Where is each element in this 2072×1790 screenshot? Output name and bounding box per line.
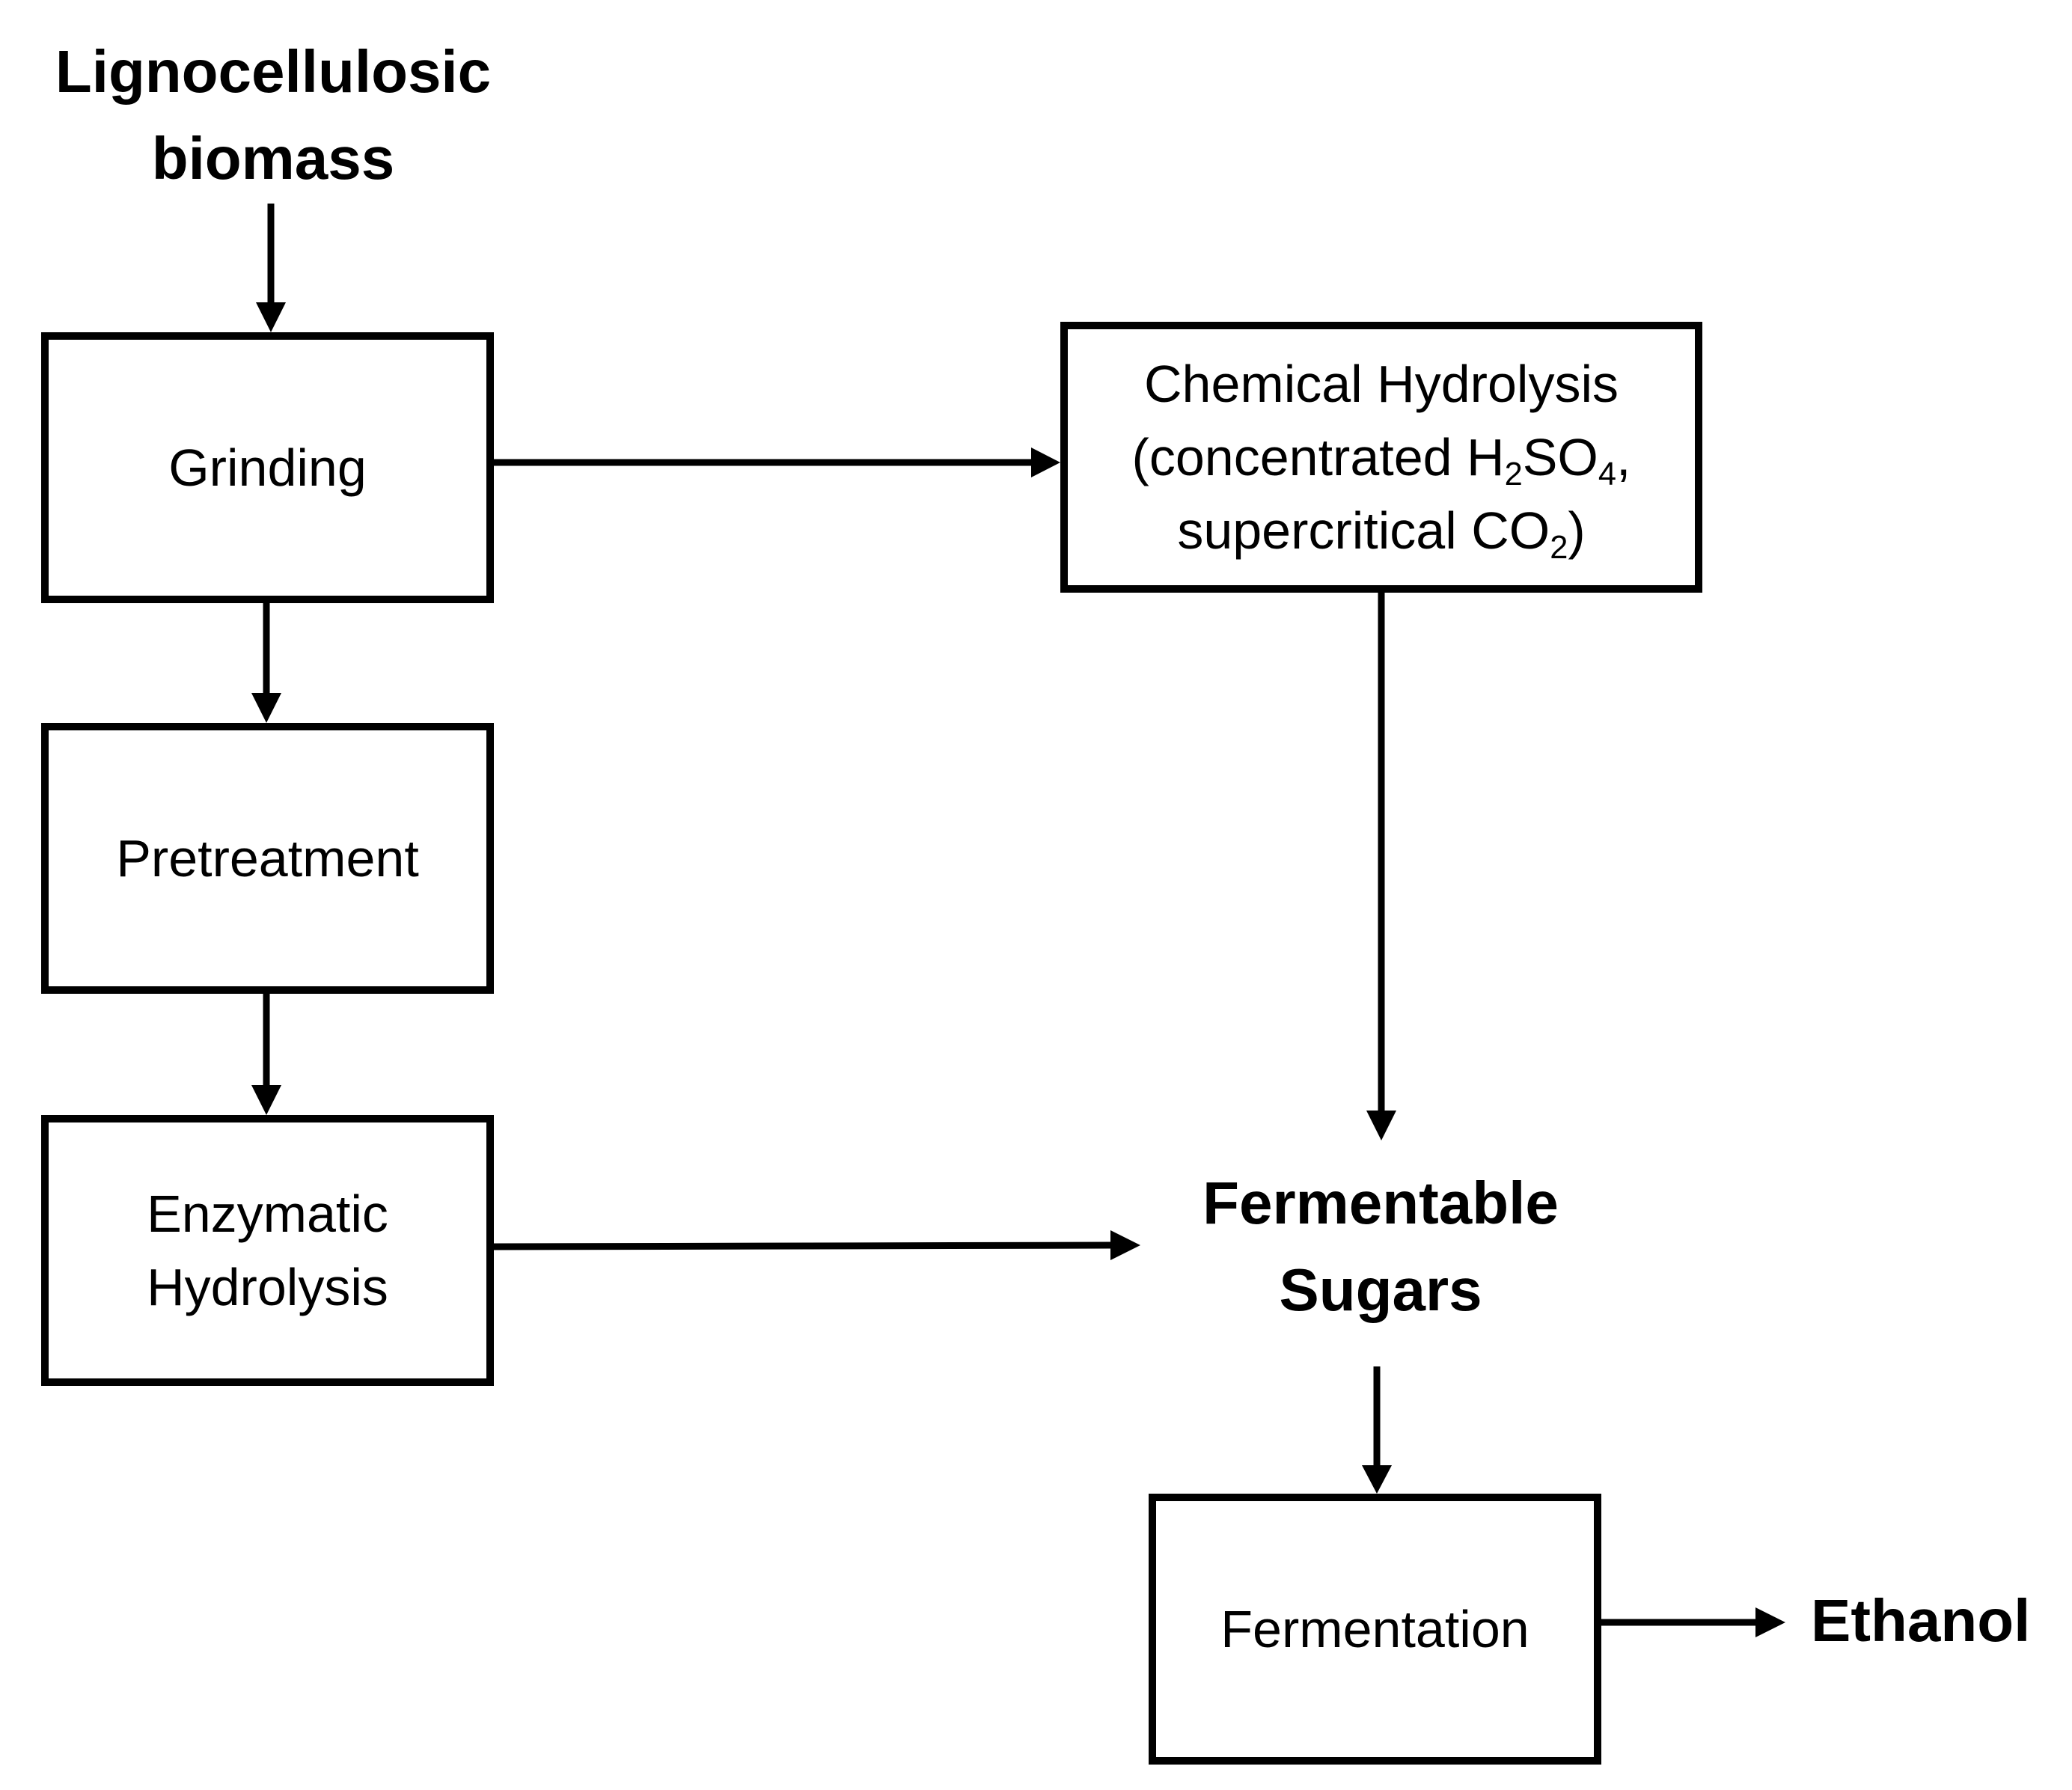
enzymatic-hydrolysis-box: Enzymatic Hydrolysis <box>41 1115 494 1386</box>
arrowhead-sugars-to-fermentation <box>1362 1465 1392 1494</box>
fermentable-sugars-line2: Sugars <box>1279 1256 1482 1323</box>
chemical-hydrolysis-line1: Chemical Hydrolysis <box>1143 355 1619 413</box>
grinding-label: Grinding <box>168 439 367 497</box>
enzymatic-hydrolysis-line1: Enzymatic <box>147 1185 388 1243</box>
arrowhead-pretreatment-to-enzymatic <box>251 1085 281 1115</box>
input-label-line2: biomass <box>151 125 395 192</box>
fermentation-label: Fermentation <box>1220 1600 1529 1658</box>
arrowhead-enzymatic-to-sugars <box>1110 1230 1140 1260</box>
chemical-hydrolysis-line2: (concentrated H2SO4, <box>1131 428 1631 493</box>
ethanol-label: Ethanol <box>1811 1587 2031 1654</box>
arrowhead-chemical-to-sugars <box>1366 1111 1396 1140</box>
arrowhead-grinding-to-chemical <box>1031 448 1060 477</box>
chemical-hydrolysis-label: Chemical Hydrolysis (concentrated H2SO4,… <box>1132 347 1631 567</box>
enzymatic-hydrolysis-line2: Hydrolysis <box>147 1258 388 1316</box>
chemical-hydrolysis-box: Chemical Hydrolysis (concentrated H2SO4,… <box>1060 322 1702 593</box>
enzymatic-hydrolysis-label: Enzymatic Hydrolysis <box>147 1177 388 1324</box>
arrowhead-fermentation-to-ethanol <box>1755 1607 1785 1637</box>
chemical-hydrolysis-line3: supercritical CO2) <box>1177 501 1586 566</box>
pretreatment-box: Pretreatment <box>41 723 494 994</box>
fermentable-sugars-label: Fermentable Sugars <box>1152 1160 1609 1334</box>
fermentation-box: Fermentation <box>1149 1494 1601 1765</box>
pretreatment-label: Pretreatment <box>116 829 419 888</box>
fermentable-sugars-line1: Fermentable <box>1202 1170 1559 1236</box>
grinding-box: Grinding <box>41 332 494 603</box>
arrowhead-biomass-to-grinding <box>256 302 286 332</box>
input-label-line1: Lignocellulosic <box>55 38 492 105</box>
arrowhead-grinding-to-pretreatment <box>251 693 281 723</box>
input-label-biomass: Lignocellulosic biomass <box>45 28 501 202</box>
arrow-enzymatic-to-sugars <box>493 1241 1111 1250</box>
